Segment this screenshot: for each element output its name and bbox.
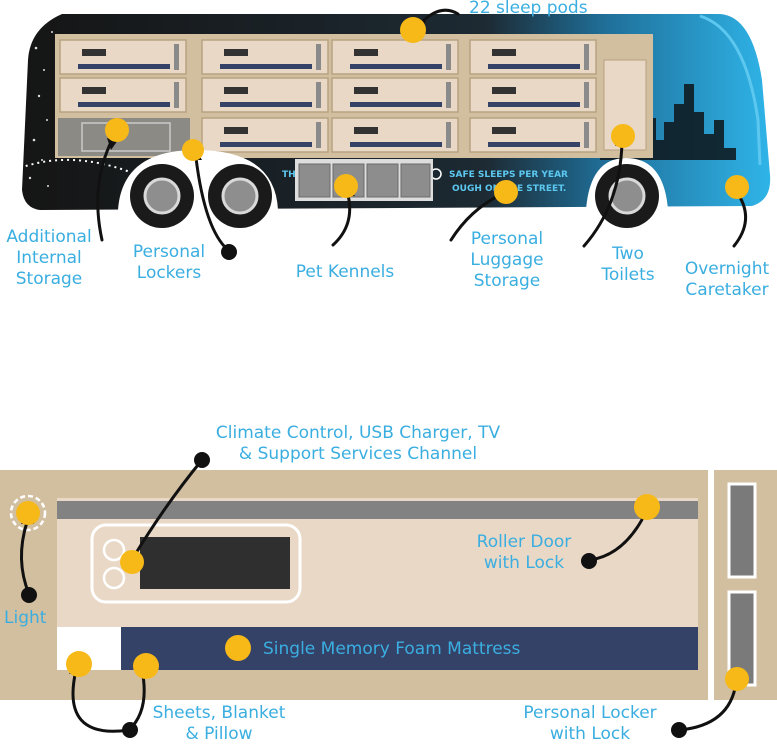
arrow-toilets	[582, 141, 624, 248]
arrow-locker	[678, 681, 738, 732]
arrow-sheets-1	[71, 668, 131, 733]
pod-locker-1	[727, 482, 757, 579]
label-personal-lockers: Personal Lockers	[124, 242, 214, 284]
dot-lockers	[182, 139, 204, 161]
tail-dot-light	[21, 587, 37, 603]
label-lockers-line1: Personal	[132, 242, 206, 262]
pod-control-panel	[90, 523, 302, 604]
label-luggage-line3: Storage	[473, 271, 541, 291]
arrow-climate	[131, 458, 204, 560]
label-sheets-line2: & Pillow	[185, 724, 253, 744]
dot-sheets-2	[133, 653, 159, 679]
label-overnight-caretaker: Overnight Caretaker	[677, 259, 777, 301]
label-roller-door: Roller Door with Lock	[466, 532, 582, 574]
bus-windshield	[699, 14, 762, 166]
dot-light	[16, 501, 40, 525]
tail-dot-locker	[671, 722, 687, 738]
bus-pods	[59, 39, 597, 153]
pod-floor-plan	[0, 470, 777, 700]
pod-light-ring	[9, 494, 47, 532]
label-personal-luggage-storage: Personal Luggage Storage	[458, 229, 556, 292]
dot-toilets	[611, 124, 635, 148]
label-storage-line1: Additional	[6, 227, 92, 247]
dot-caretaker	[725, 175, 749, 199]
label-locker-line2: with Lock	[549, 724, 631, 744]
bus-stars	[28, 31, 53, 187]
bus-pod-5	[59, 77, 187, 113]
bus-pod-8	[469, 77, 597, 113]
label-roller-line2: with Lock	[483, 553, 565, 573]
hotspot-dots	[16, 17, 749, 691]
label-toilets-line1: Two	[612, 244, 644, 264]
pod-control-knob-1	[102, 538, 126, 562]
label-roller-line1: Roller Door	[476, 532, 572, 552]
tail-dot-roller	[581, 553, 597, 569]
label-caretaker-line2: Caretaker	[685, 280, 769, 300]
tail-dot-climate	[194, 452, 210, 468]
dot-sheets-1	[66, 651, 92, 677]
bus-banner-right-line1: SAFE SLEEPS PER YEAR	[449, 170, 568, 180]
bus-pod-11	[469, 117, 597, 153]
label-caretaker-line1: Overnight	[684, 259, 770, 279]
dot-luggage	[494, 180, 518, 204]
bus-pod-6	[201, 77, 329, 113]
bus-pod-1	[59, 39, 187, 75]
tail-dot-lockers	[221, 244, 237, 260]
label-storage-line3: Storage	[15, 269, 83, 289]
pod-control-knob-2	[102, 566, 126, 590]
label-lockers-line2: Lockers	[136, 263, 202, 283]
label-luggage-line1: Personal	[470, 229, 544, 249]
label-toilets-line2: Toilets	[601, 265, 655, 285]
pod-locker-divider	[708, 470, 714, 700]
bus-kennel-1	[298, 163, 331, 198]
dot-mattress	[225, 635, 251, 661]
arrow-lockers	[194, 156, 230, 252]
label-pet-kennels: Pet Kennels	[295, 262, 395, 282]
tail-dot-sheets	[122, 722, 138, 738]
dot-kennels	[334, 174, 358, 198]
label-luggage-line2: Luggage	[470, 250, 544, 270]
arrow-luggage	[449, 193, 502, 242]
dot-storage	[105, 118, 129, 142]
bus-pod-3	[331, 39, 459, 75]
bus-wheel-1	[130, 164, 194, 228]
label-sheets-line1: Sheets, Blanket	[152, 703, 286, 723]
bus-pod-10	[331, 117, 459, 153]
bus-kennel-3	[366, 163, 399, 198]
bus-kennel-4	[400, 163, 431, 198]
label-climate-line1: Climate Control, USB Charger, TV	[215, 423, 501, 443]
arrow-kennels	[331, 193, 352, 247]
label-sleep-pods: 22 sleep pods	[469, 0, 588, 18]
arrow-tail-dots	[21, 244, 687, 738]
pod-mattress	[121, 627, 698, 670]
bus-banner-left: TH	[282, 170, 296, 180]
label-light: Light	[4, 608, 47, 628]
label-locker-line1: Personal Locker	[523, 703, 657, 723]
bus-wheel-2	[208, 164, 272, 228]
arrow-storage	[96, 138, 114, 242]
bus-illustration: TH SAFE SLEEPS PER YEAR OUGH ON THE STRE…	[19, 14, 771, 228]
dot-sleep-pods	[400, 17, 426, 43]
bus-pod-7	[331, 77, 459, 113]
dot-locker	[725, 667, 749, 691]
dot-climate	[120, 550, 144, 574]
label-storage-line2: Internal	[16, 248, 82, 268]
bus-wheel-3	[595, 164, 659, 228]
bus-pod-9	[201, 117, 329, 153]
pod-roller-door	[57, 501, 698, 519]
pod-tv-screen	[140, 537, 290, 589]
label-mattress: Single Memory Foam Mattress	[263, 639, 521, 659]
label-sheets-blanket-pillow: Sheets, Blanket & Pillow	[138, 703, 300, 745]
label-personal-locker-with-lock: Personal Locker with Lock	[508, 703, 672, 745]
label-additional-internal-storage: Additional Internal Storage	[0, 227, 98, 290]
arrow-sleep-pods	[418, 8, 460, 26]
bus-pod-2	[201, 39, 329, 75]
dot-roller	[634, 494, 660, 520]
label-two-toilets: Two Toilets	[592, 244, 664, 286]
label-climate-line2: & Support Services Channel	[238, 444, 478, 464]
label-climate-control: Climate Control, USB Charger, TV & Suppo…	[188, 423, 528, 465]
bus-pod-4	[469, 39, 597, 75]
